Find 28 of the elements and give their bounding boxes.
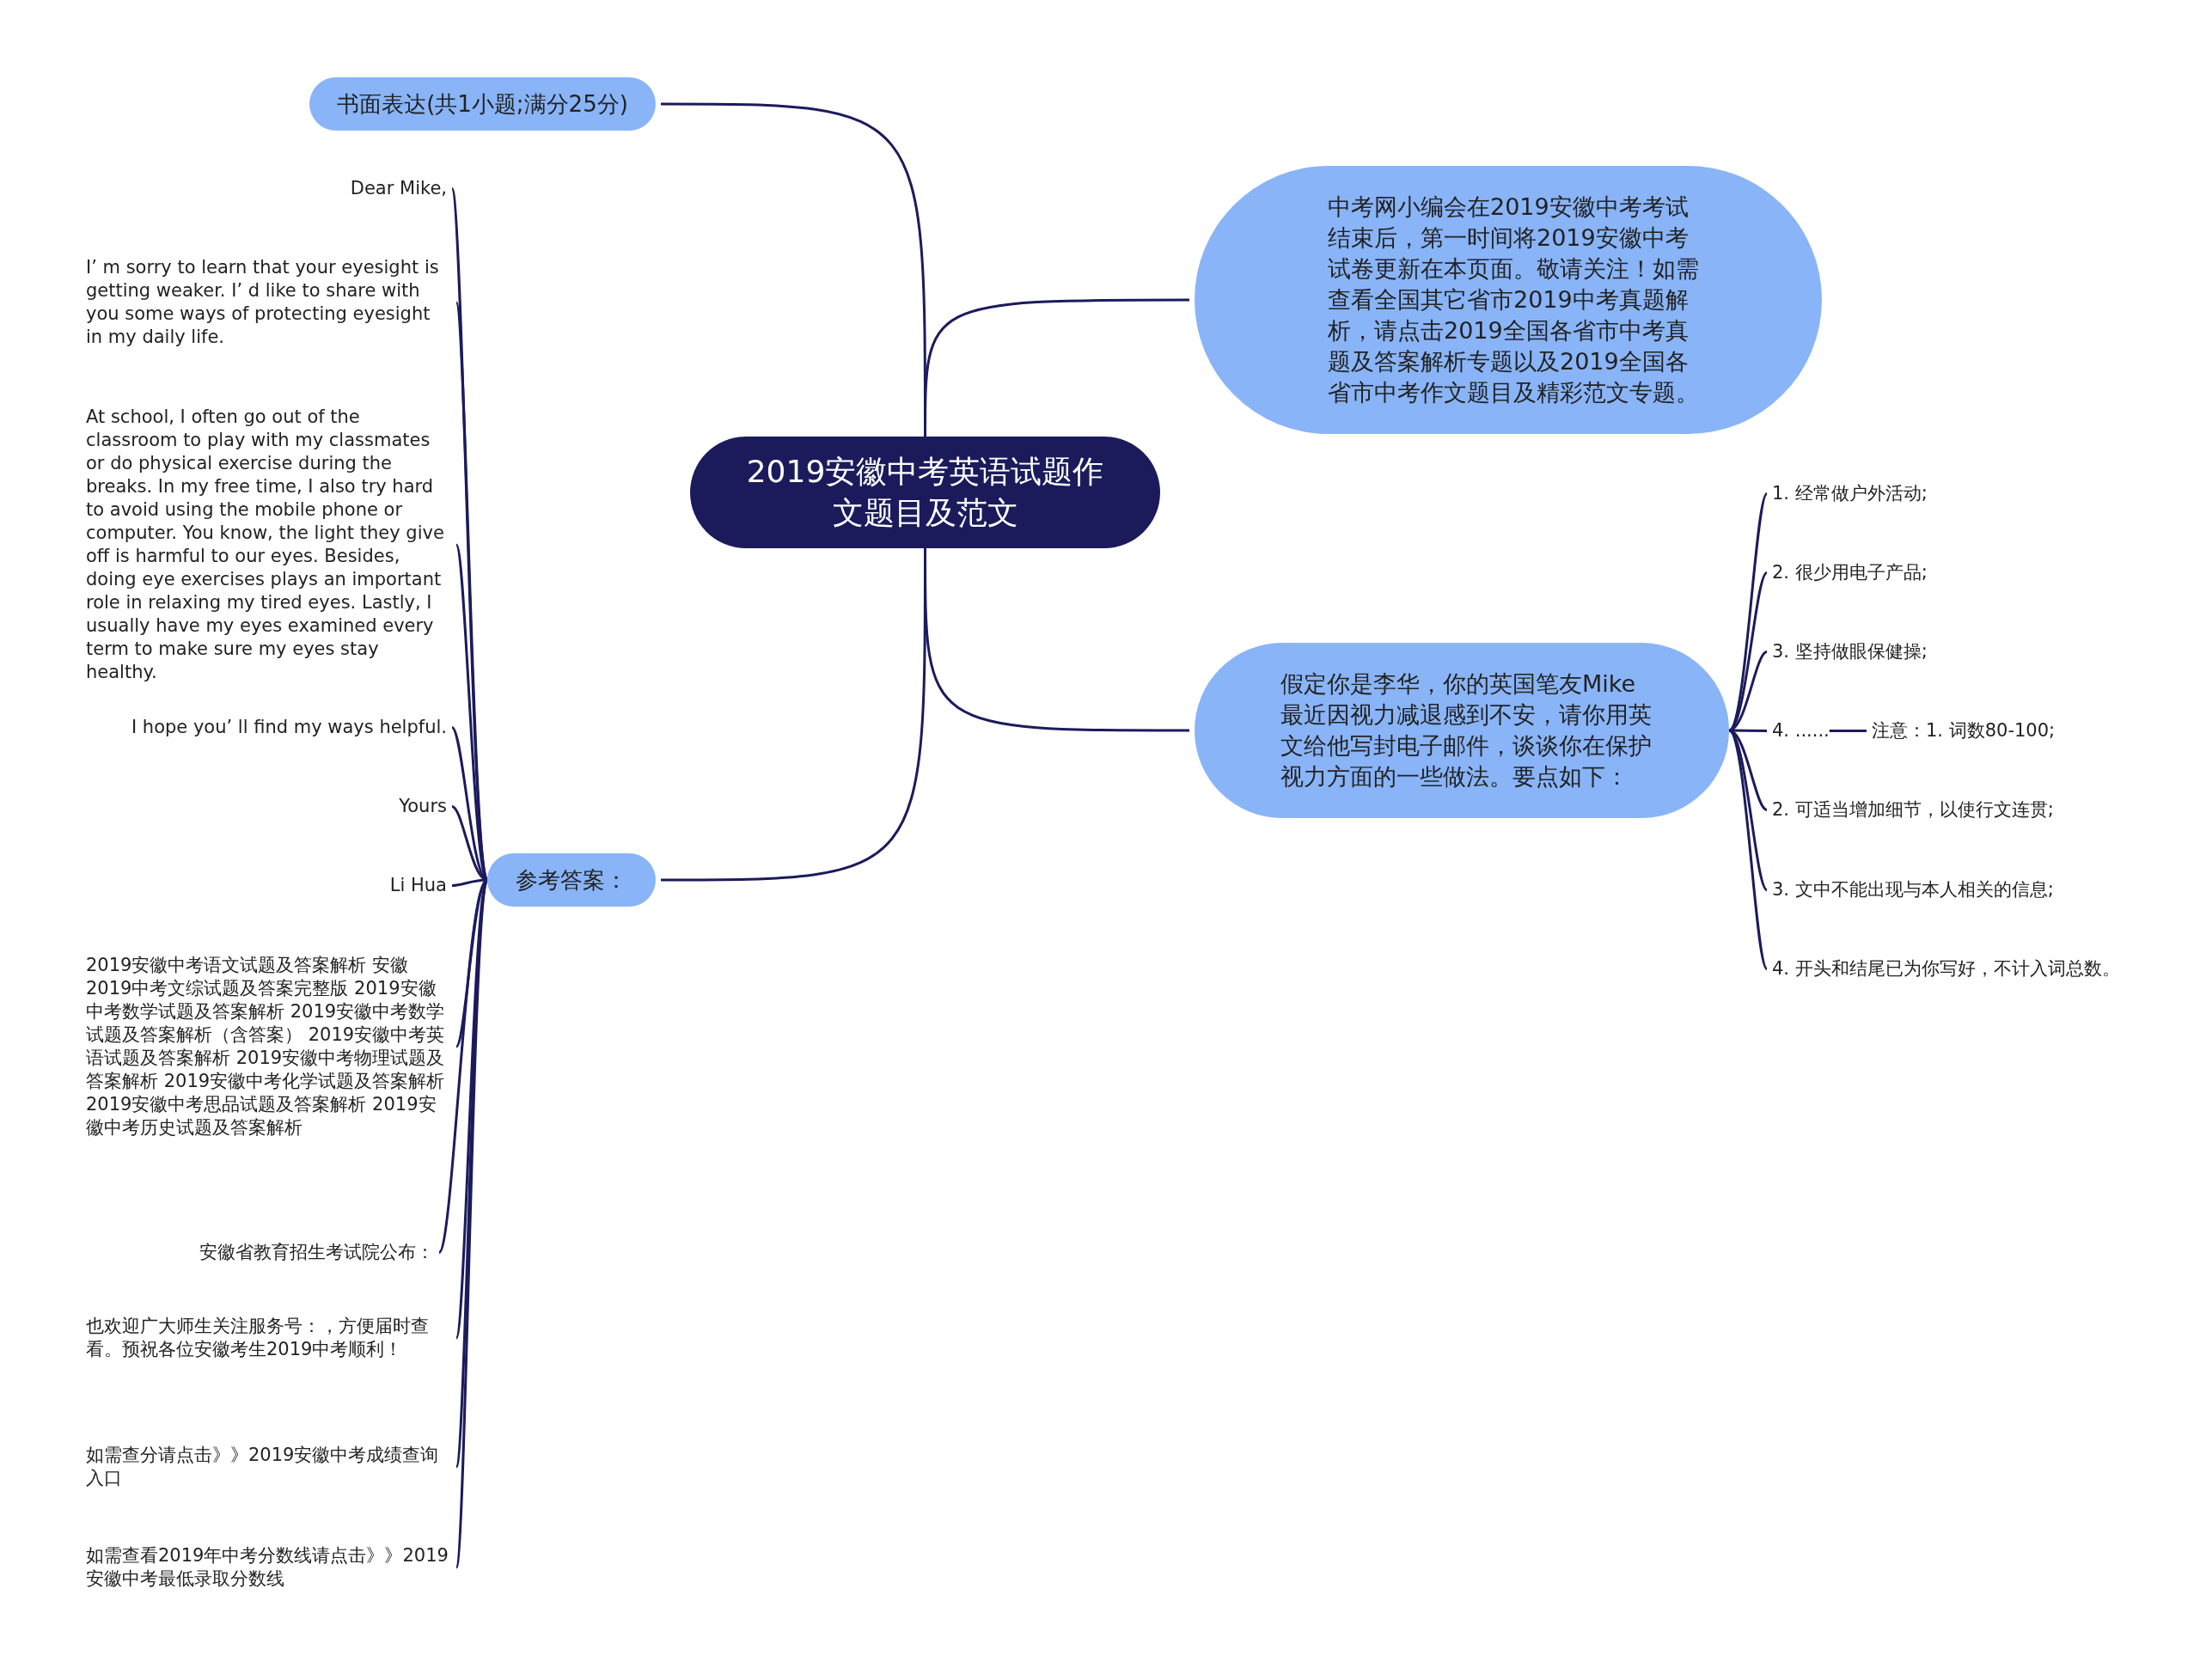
branch-text: I hope you’ ll find my ways helpful. [131, 716, 447, 739]
branch-text: Yours [399, 795, 447, 818]
connector-line [924, 298, 1189, 437]
connector-line [924, 548, 1189, 732]
branch-text: At school, I often go out of the classroom to play with my classmates or do physical exercise during the breaks. In my free time, I also try hard to avoid using the mobile phone or computer. You know, the light they give off is harmful to our eyes. Besides, doing eye exercises plays an important role in relaxing my tired eyes. Lastly, I usually have my eyes examined every term to make sure my eyes stay healthy. [86, 406, 451, 684]
topic-pill: 书面表达(共1小题;满分25分) [309, 77, 656, 131]
topic-bubble: 中考网小编会在2019安徽中考考试结束后，第一时间将2019安徽中考试卷更新在本页面。敬请关注！如需查看全国其它省市2019中考真题解析，请点击2019全国各省市中考真题及答案解析专题以及2019全国各省市中考作文题目及精彩范文专题。 [1195, 166, 1822, 434]
branch-text: 安徽省教育招生考试院公布： [199, 1241, 434, 1264]
connector-line [1829, 730, 1867, 732]
branch-text: 3. 文中不能出现与本人相关的信息; [1772, 878, 2054, 901]
branch-text: 如需查分请点击》》2019安徽中考成绩查询入口 [86, 1444, 451, 1490]
branch-text: Li Hua [389, 874, 447, 897]
branch-text: 4. 开头和结尾已为你写好，不计入词总数。 [1772, 957, 2120, 981]
branch-text: 2019安徽中考语文试题及答案解析 安徽2019中考文综试题及答案完整版 2019安徽中考数学试题及答案解析 2019安徽中考数学试题及答案解析（含答案） 2019安徽中考英语试题及答案解析 2019安徽中考物理试题及答案解析 2019安徽中考化学试题及答案解析 2019安徽中考思品试题及答案解析 2019安徽中考历史试题及答案解析 [86, 954, 451, 1139]
branch-text: 4. ...... [1772, 719, 1830, 742]
central-topic: 2019安徽中考英语试题作文题目及范文 [690, 437, 1160, 548]
branch-text: 2. 很少用电子产品; [1772, 561, 1928, 584]
branch-text: 1. 经常做户外活动; [1772, 482, 1928, 505]
topic-pill: 参考答案： [487, 853, 656, 907]
branch-text: 也欢迎广大师生关注服务号：，方便届时查看。预祝各位安徽考生2019中考顺利！ [86, 1315, 451, 1361]
branch-text: 注意：1. 词数80-100; [1872, 719, 2056, 742]
branch-text: I’ m sorry to learn that your eyesight is getting weaker. I’ d like to share with you some ways of protecting eyesight in my daily life. [86, 256, 451, 349]
topic-bubble: 假定你是李华，你的英国笔友Mike最近因视力减退感到不安，请你用英文给他写封电子邮件，谈谈你在保护视力方面的一些做法。要点如下： [1195, 643, 1729, 818]
connector-line [1727, 730, 1769, 970]
branch-text: Dear Mike, [350, 177, 447, 200]
branch-text: 3. 坚持做眼保健操; [1772, 640, 1928, 663]
branch-text: 2. 可适当增加细节，以使行文连贯; [1772, 798, 2054, 822]
branch-text: 如需查看2019年中考分数线请点击》》2019安徽中考最低录取分数线 [86, 1544, 451, 1591]
